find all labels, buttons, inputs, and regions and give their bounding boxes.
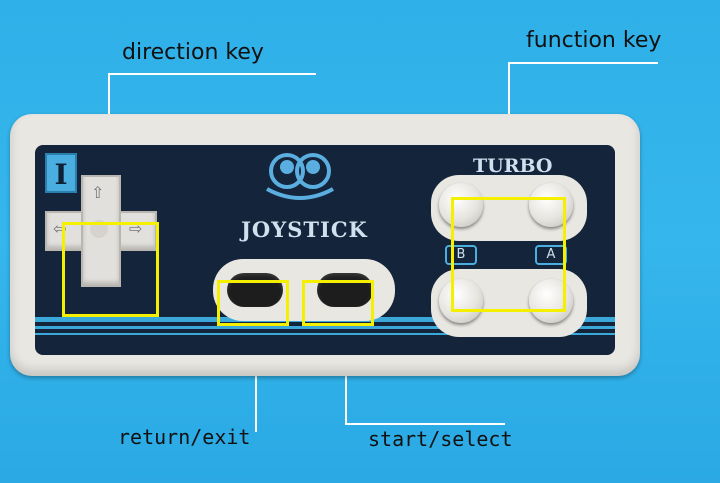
start-select-button[interactable]: [317, 273, 373, 307]
direction-key-leader-h: [108, 73, 316, 75]
start-select-highlight: [302, 280, 374, 326]
return-exit-highlight: [217, 280, 289, 326]
start-select-leader-h: [345, 423, 505, 425]
start-select-label: start/select: [368, 427, 513, 451]
brand-label: JOYSTICK: [241, 217, 368, 242]
faceplate-stripe: [35, 333, 615, 335]
return-exit-button[interactable]: [227, 273, 283, 307]
controller-faceplate: I TURBO JOYSTICK ⇧ ⇦ ⇨ B A: [35, 145, 615, 355]
mascot-logo-icon: [266, 153, 334, 200]
turbo-label: TURBO: [473, 155, 553, 177]
function-key-leader-h: [508, 62, 658, 64]
b-button[interactable]: [439, 279, 483, 323]
button-b-label: B: [445, 245, 477, 265]
direction-key-highlight: [62, 222, 159, 317]
turbo-b-button[interactable]: [439, 183, 483, 227]
dpad-vertical[interactable]: [81, 175, 121, 287]
direction-key-label: direction key: [122, 40, 264, 65]
button-a-label: A: [535, 245, 567, 265]
return-exit-leader-v: [255, 320, 257, 432]
faceplate-stripe: [35, 326, 615, 329]
function-key-label: function key: [526, 28, 662, 53]
function-key-highlight: [451, 197, 566, 312]
gamepad-controller: I TURBO JOYSTICK ⇧ ⇦ ⇨ B A: [10, 114, 640, 376]
return-exit-label: return/exit: [118, 425, 251, 449]
player-badge: I: [45, 153, 77, 193]
arrow-up-icon: ⇧: [91, 183, 105, 202]
